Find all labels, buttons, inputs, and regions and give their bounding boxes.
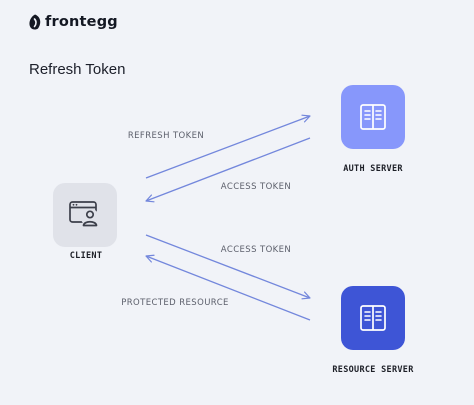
arrow-refresh-token — [145, 114, 311, 179]
edge-label-protected-resource: PROTECTED RESOURCE — [121, 298, 229, 308]
frontegg-logo-icon — [29, 14, 41, 30]
edge-label-access-token-resource: ACCESS TOKEN — [220, 245, 292, 255]
arrow-access-token-auth — [145, 137, 311, 203]
browser-user-icon — [69, 201, 99, 227]
resource-server-node — [341, 286, 405, 350]
resource-server-label: RESOURCE SERVER — [332, 365, 414, 375]
diagram-title: Refresh Token — [29, 61, 126, 78]
edge-label-refresh-token: REFRESH TOKEN — [127, 131, 205, 141]
arrow-protected-resource — [145, 254, 311, 321]
edge-label-access-token-auth: ACCESS TOKEN — [220, 182, 292, 192]
brand-logo: frontegg — [28, 14, 118, 30]
client-label: CLIENT — [69, 251, 103, 261]
server-book-icon — [360, 305, 386, 331]
brand-name: frontegg — [45, 14, 118, 30]
auth-server-label: AUTH SERVER — [343, 164, 403, 174]
client-node — [53, 183, 117, 247]
server-book-icon — [360, 104, 386, 130]
auth-server-node — [341, 85, 405, 149]
arrow-access-token-resource — [145, 234, 311, 300]
